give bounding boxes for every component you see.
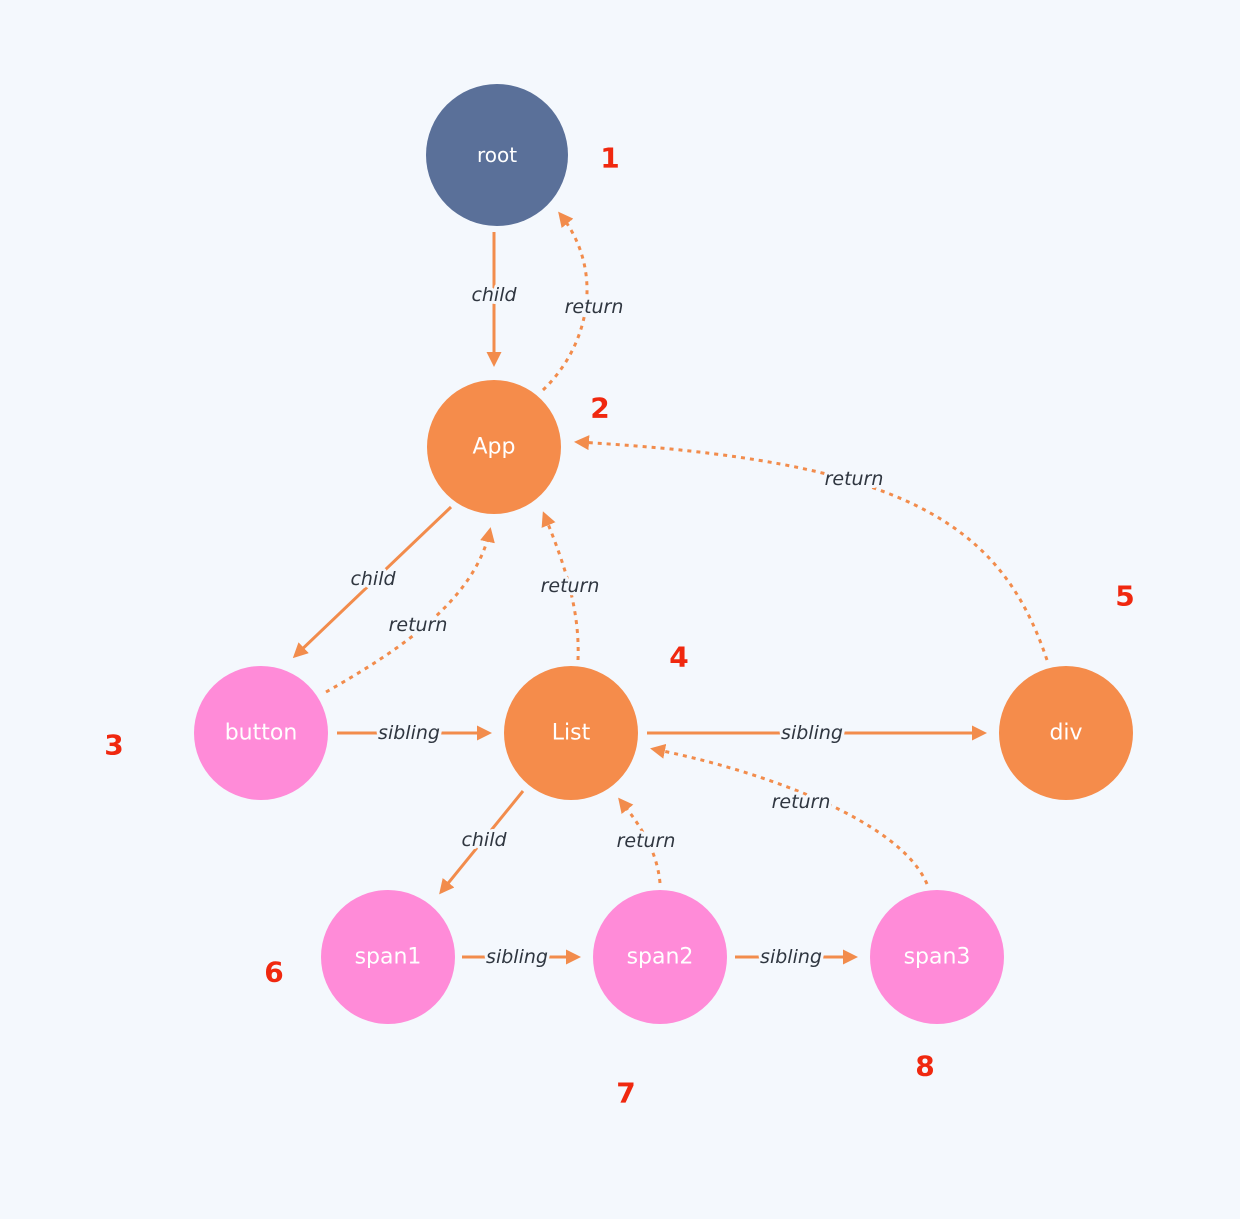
order-numbers-layer: 1 2 3 4 5 6 7 8: [104, 142, 1134, 1110]
edge-button-app-return: [325, 527, 495, 694]
node-div: div: [999, 666, 1133, 800]
edge-label-span2-list-return: return: [617, 830, 676, 852]
edge-label-list-app-return: return: [541, 575, 600, 597]
node-label-root: root: [477, 143, 517, 167]
order-number-span1: 6: [264, 956, 283, 989]
order-number-span2: 7: [616, 1077, 635, 1110]
edge-label-app-root-return: return: [565, 296, 624, 318]
node-circle-list: [504, 666, 638, 800]
edge-label-button-list-sibling: sibling: [378, 722, 440, 744]
order-number-list: 4: [669, 641, 688, 674]
edge-label-app-button-child: child: [350, 568, 396, 590]
edges-layer: [292, 211, 1049, 965]
edge-span2-list-return: [618, 797, 662, 884]
edge-label-list-div-sibling: sibling: [781, 722, 843, 744]
node-label-span1: span1: [355, 945, 422, 970]
edge-label-div-app-return: return: [825, 468, 884, 490]
edge-label-span2-span3-sibling: sibling: [760, 946, 822, 968]
node-span2: span2: [593, 890, 727, 1024]
edge-label-span3-list-return: return: [772, 791, 831, 813]
node-button: button: [194, 666, 328, 800]
node-label-app: App: [473, 435, 516, 460]
order-number-div: 5: [1115, 580, 1134, 613]
edge-list-app-return: [541, 511, 580, 661]
node-circle-button: [194, 666, 328, 800]
node-circle-span1: [321, 890, 455, 1024]
edge-label-span1-span2-sibling: sibling: [486, 946, 548, 968]
node-circle-app: [427, 380, 561, 514]
node-circle-span2: [593, 890, 727, 1024]
node-label-div: div: [1049, 721, 1082, 746]
order-number-span3: 8: [915, 1050, 934, 1083]
edge-span3-list-return: [650, 743, 929, 885]
node-list: List: [504, 666, 638, 800]
node-circle-span3: [870, 890, 1004, 1024]
edge-labels-layer: child return child return return return siblin…: [347, 281, 886, 971]
edge-label-root-app-child: child: [471, 284, 517, 306]
node-circle-root: [426, 84, 568, 226]
node-label-span2: span2: [627, 945, 694, 970]
node-label-button: button: [225, 721, 298, 746]
node-app: App: [427, 380, 561, 514]
node-span3: span3: [870, 890, 1004, 1024]
order-number-app: 2: [590, 392, 609, 425]
edge-list-span1-child: [439, 790, 525, 895]
node-label-list: List: [552, 721, 591, 746]
node-span1: span1: [321, 890, 455, 1024]
order-number-root: 1: [600, 142, 619, 175]
order-number-button: 3: [104, 729, 123, 762]
edge-div-app-return: [574, 435, 1049, 661]
edge-app-button-child: [292, 505, 453, 659]
node-circle-div: [999, 666, 1133, 800]
node-label-span3: span3: [904, 945, 971, 970]
edge-label-button-app-return: return: [389, 614, 448, 636]
edge-label-list-span1-child: child: [461, 829, 507, 851]
node-root: root: [426, 84, 568, 226]
